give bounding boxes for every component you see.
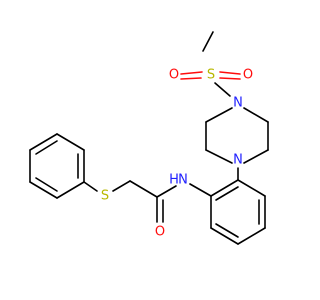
atom-oxygen-right: O: [243, 68, 253, 83]
bond-s-n: [214, 82, 231, 97]
atom-oxygen-left: O: [169, 68, 179, 83]
bond-methyl-s: [202, 31, 214, 52]
atom-piperazine-n-top: N: [233, 96, 243, 111]
atom-amide-h: H: [169, 173, 179, 188]
bond-ph-6: [56, 181, 85, 199]
bond-ph-3: [29, 133, 58, 151]
bond-s-o-left-b: [180, 77, 202, 80]
bond-s-o-right-a: [219, 71, 241, 75]
bond-ph-2: [56, 133, 85, 151]
bond-s-ph: [83, 181, 98, 192]
molecule-structure: S O O N N N H O S: [29, 31, 269, 245]
bond-ph-5: [29, 181, 58, 199]
bond-ar-1: [237, 179, 266, 197]
bond-pip-1: [205, 107, 233, 123]
bond-s-o-left-a: [180, 71, 203, 75]
bond-c-ch2: [129, 180, 158, 198]
bond-ar-6: [210, 179, 239, 197]
atom-sulfonyl-s: S: [207, 68, 215, 83]
bond-pip-4: [243, 149, 269, 164]
bond-ph-5b: [35, 177, 58, 192]
bond-pip-6: [243, 107, 269, 123]
atom-thioether-s: S: [101, 189, 109, 204]
bond-ar-4: [210, 227, 239, 245]
bond-pip-3: [205, 149, 233, 164]
molecule-canvas: S O O N N N H O S: [29, 31, 269, 245]
bond-ar-4b: [215, 223, 239, 238]
bond-ar-6b: [215, 186, 239, 201]
atom-carbonyl-o: O: [155, 225, 165, 240]
atom-amide-n: N: [178, 173, 188, 188]
bond-nh-c: [156, 185, 177, 198]
bond-ch2-s: [112, 180, 131, 192]
atom-piperazine-n-bottom: N: [233, 153, 243, 168]
bond-s-o-right-b: [219, 77, 241, 80]
bond-ph-3b: [35, 140, 58, 155]
bond-aryl-nh: [189, 183, 212, 197]
bond-ar-3: [237, 227, 266, 245]
